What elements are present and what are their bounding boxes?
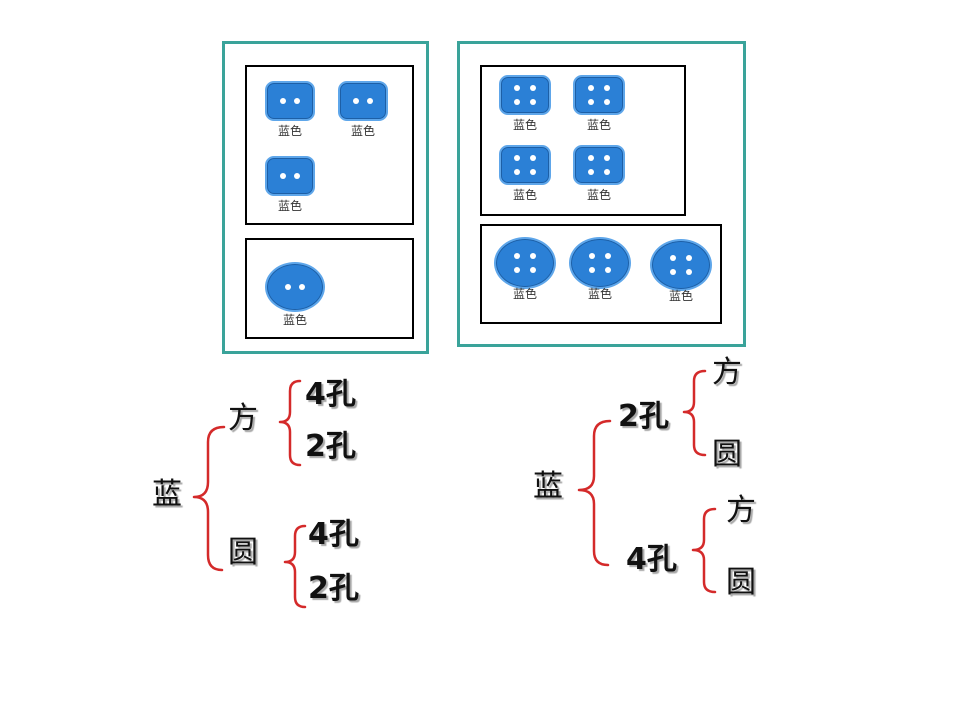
button-hole [604, 155, 610, 161]
button-hole [589, 267, 595, 273]
round-button-icon [650, 239, 712, 291]
button-hole [530, 169, 536, 175]
button-label: 蓝色 [668, 289, 693, 303]
button-label: 蓝色 [350, 124, 375, 138]
button-hole [588, 85, 594, 91]
left-tree-branch2-leaf2: 2孔 [308, 571, 359, 606]
square-button-icon [499, 145, 551, 185]
button-hole [605, 253, 611, 259]
button-hole [588, 155, 594, 161]
right-tree-branch2-leaf2: 圆 [726, 565, 756, 600]
button-hole [604, 169, 610, 175]
button-item: 蓝色 [265, 81, 315, 138]
button-item: 蓝色 [499, 75, 551, 132]
button-item: 蓝色 [573, 75, 625, 132]
square-button-icon [573, 75, 625, 115]
button-item: 蓝色 [338, 81, 388, 138]
square-button-icon [499, 75, 551, 115]
button-hole [686, 255, 692, 261]
button-label: 蓝色 [512, 287, 537, 301]
left-tree-branch1-brace [278, 379, 302, 467]
button-label: 蓝色 [586, 118, 611, 132]
button-item: 蓝色 [494, 237, 556, 301]
button-label: 蓝色 [277, 199, 302, 213]
button-label: 蓝色 [282, 313, 307, 327]
right-tree-branch2-brace [691, 507, 717, 594]
button-label: 蓝色 [512, 118, 537, 132]
button-hole [514, 99, 520, 105]
right-panel [457, 41, 746, 347]
square-button-icon [265, 156, 315, 196]
left-tree-root-brace [192, 425, 226, 572]
button-hole [514, 169, 520, 175]
square-button-icon [338, 81, 388, 121]
right-tree-branch2-label: 4孔 [626, 542, 677, 577]
left-tree-branch2-leaf1: 4孔 [308, 517, 359, 552]
button-hole [530, 267, 536, 273]
button-hole [588, 99, 594, 105]
button-hole [670, 269, 676, 275]
right-tree-root: 蓝 [533, 469, 563, 504]
button-hole [299, 284, 305, 290]
button-item: 蓝色 [265, 262, 325, 327]
button-hole [280, 173, 286, 179]
button-hole [353, 98, 359, 104]
button-hole [294, 98, 300, 104]
left-tree-root: 蓝 [152, 477, 182, 512]
button-label: 蓝色 [587, 287, 612, 301]
button-item: 蓝色 [573, 145, 625, 202]
button-hole [530, 253, 536, 259]
right-tree-root-brace [577, 419, 612, 567]
button-item: 蓝色 [569, 237, 631, 301]
button-hole [670, 255, 676, 261]
button-hole [589, 253, 595, 259]
round-button-icon [265, 262, 325, 312]
button-hole [294, 173, 300, 179]
button-item: 蓝色 [650, 239, 712, 303]
button-hole [605, 267, 611, 273]
left-tree-branch2-brace [283, 524, 307, 609]
button-hole [530, 85, 536, 91]
button-hole [588, 169, 594, 175]
button-hole [514, 155, 520, 161]
left-tree-branch1-label: 方 [228, 401, 258, 436]
button-label: 蓝色 [512, 188, 537, 202]
right-tree-branch1-leaf1: 方 [712, 355, 742, 390]
left-tree-branch1-leaf1: 4孔 [305, 377, 356, 412]
left-tree-branch2-label: 圆 [228, 535, 258, 570]
button-hole [604, 85, 610, 91]
button-hole [604, 99, 610, 105]
square-button-icon [573, 145, 625, 185]
button-item: 蓝色 [499, 145, 551, 202]
round-button-icon [569, 237, 631, 289]
right-tree-branch1-brace [682, 369, 707, 457]
button-label: 蓝色 [277, 124, 302, 138]
button-hole [514, 267, 520, 273]
button-hole [530, 155, 536, 161]
button-hole [686, 269, 692, 275]
button-hole [514, 253, 520, 259]
button-hole [530, 99, 536, 105]
button-hole [285, 284, 291, 290]
button-hole [514, 85, 520, 91]
left-tree-branch1-leaf2: 2孔 [305, 429, 356, 464]
button-hole [367, 98, 373, 104]
right-tree-branch1-leaf2: 圆 [712, 437, 742, 472]
square-button-icon [265, 81, 315, 121]
button-hole [280, 98, 286, 104]
left-panel [222, 41, 429, 354]
round-button-icon [494, 237, 556, 289]
button-label: 蓝色 [586, 188, 611, 202]
right-tree-branch2-leaf1: 方 [726, 493, 756, 528]
button-item: 蓝色 [265, 156, 315, 213]
right-tree-branch1-label: 2孔 [618, 399, 669, 434]
